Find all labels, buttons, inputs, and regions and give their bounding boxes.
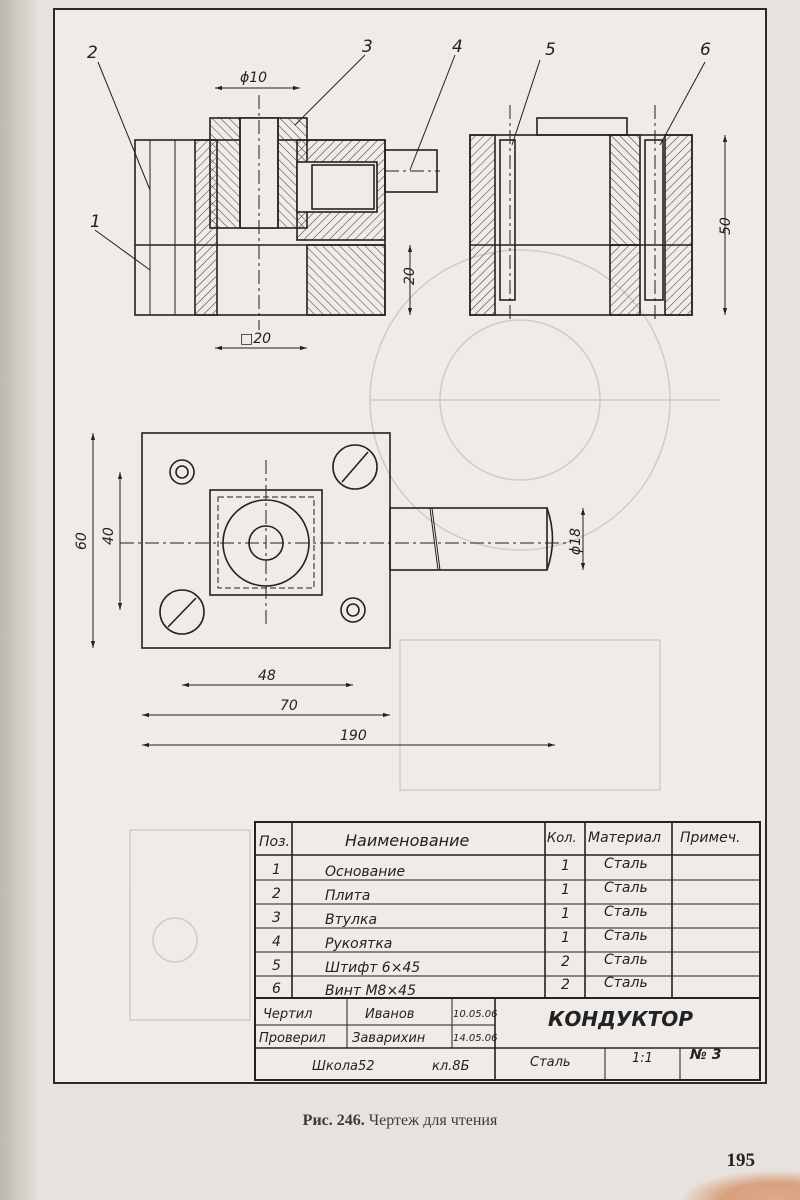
dimension-lines	[90, 54, 728, 748]
row-2-pos: 2	[272, 886, 281, 902]
dim-handle-dia: ϕ18	[568, 528, 584, 555]
dim-height-total: 50	[718, 217, 734, 235]
row-4-qty: 1	[561, 930, 570, 946]
drawing-title: КОНДУКТОР	[548, 1007, 693, 1031]
row-3-qty: 1	[561, 906, 570, 922]
sheet-number: № 3	[689, 1047, 721, 1063]
dim-len-48: 48	[258, 668, 276, 684]
dim-width-60: 60	[74, 532, 90, 550]
drew-name: Иванов	[365, 1007, 414, 1022]
row-6-name: Винт М8×45	[325, 983, 416, 999]
row-5-qty: 2	[561, 954, 570, 970]
dim-height-lower: 20	[402, 267, 418, 285]
caption-text: Чертеж для чтения	[368, 1112, 498, 1129]
header-qty: Кол.	[547, 831, 577, 846]
header-pos: Поз.	[259, 834, 290, 850]
class: кл.8Б	[432, 1059, 470, 1074]
dim-width-40: 40	[101, 527, 117, 545]
header-material: Материал	[588, 830, 661, 846]
dim-len-70: 70	[280, 698, 298, 714]
row-2-material: Сталь	[604, 880, 648, 896]
dim-len-190: 190	[340, 728, 367, 744]
row-2-qty: 1	[561, 882, 570, 898]
callout-5: 5	[545, 40, 556, 60]
checked-date: 14.05.06	[453, 1033, 498, 1044]
row-6-pos: 6	[272, 981, 281, 997]
title-block: Чертил Иванов 10.05.06 Проверил Заварихи…	[259, 1007, 721, 1074]
school: Школа52	[312, 1059, 375, 1074]
bleed-through-background	[129, 249, 720, 1021]
callout-labels: 1 2 3 4 5 6	[87, 37, 711, 232]
row-3-name: Втулка	[325, 912, 377, 928]
callout-2: 2	[87, 43, 98, 63]
header-note: Примеч.	[680, 830, 740, 846]
drew-date: 10.05.06	[453, 1009, 498, 1020]
dim-square: □20	[240, 331, 271, 347]
row-6-material: Сталь	[604, 975, 648, 991]
thumb-in-photo	[680, 1170, 800, 1200]
row-5-pos: 5	[272, 958, 281, 974]
row-6-qty: 2	[561, 977, 570, 993]
row-5-material: Сталь	[604, 952, 648, 968]
title-material: Сталь	[530, 1055, 571, 1070]
dimension-labels: ϕ10 □20 20 50 60 40 48 70 190 ϕ18	[74, 70, 734, 744]
top-view	[120, 432, 570, 649]
row-3-pos: 3	[272, 910, 281, 926]
page-number: 195	[726, 1150, 756, 1171]
caption-number: Рис. 246.	[302, 1112, 365, 1129]
callout-6: 6	[700, 40, 711, 60]
figure-caption: Рис. 246. Чертеж для чтения	[0, 1112, 800, 1130]
row-4-material: Сталь	[604, 928, 648, 944]
row-1-qty: 1	[561, 858, 570, 874]
row-1-material: Сталь	[604, 856, 648, 872]
callout-4: 4	[452, 37, 463, 57]
row-1-pos: 1	[272, 862, 281, 878]
row-1-name: Основание	[325, 864, 405, 880]
header-name: Наименование	[345, 831, 469, 850]
row-3-material: Сталь	[604, 904, 648, 920]
callout-3: 3	[362, 37, 373, 57]
book-gutter	[0, 0, 40, 1200]
checked-label: Проверил	[259, 1031, 326, 1046]
row-2-name: Плита	[325, 888, 370, 904]
front-view-section	[134, 95, 440, 330]
scale: 1:1	[632, 1051, 653, 1066]
parts-table	[254, 821, 761, 1081]
side-view-section	[469, 105, 693, 320]
drawing-sheet-frame	[53, 8, 767, 1084]
checked-name: Заварихин	[352, 1031, 426, 1046]
parts-table-text: Поз. Наименование Кол. Материал Примеч. …	[259, 830, 740, 999]
row-5-name: Штифт 6×45	[325, 960, 420, 976]
row-4-name: Рукоятка	[325, 936, 392, 952]
drew-label: Чертил	[263, 1007, 313, 1022]
callout-1: 1	[90, 212, 101, 232]
dim-hole-dia: ϕ10	[240, 70, 267, 86]
row-4-pos: 4	[272, 934, 281, 950]
